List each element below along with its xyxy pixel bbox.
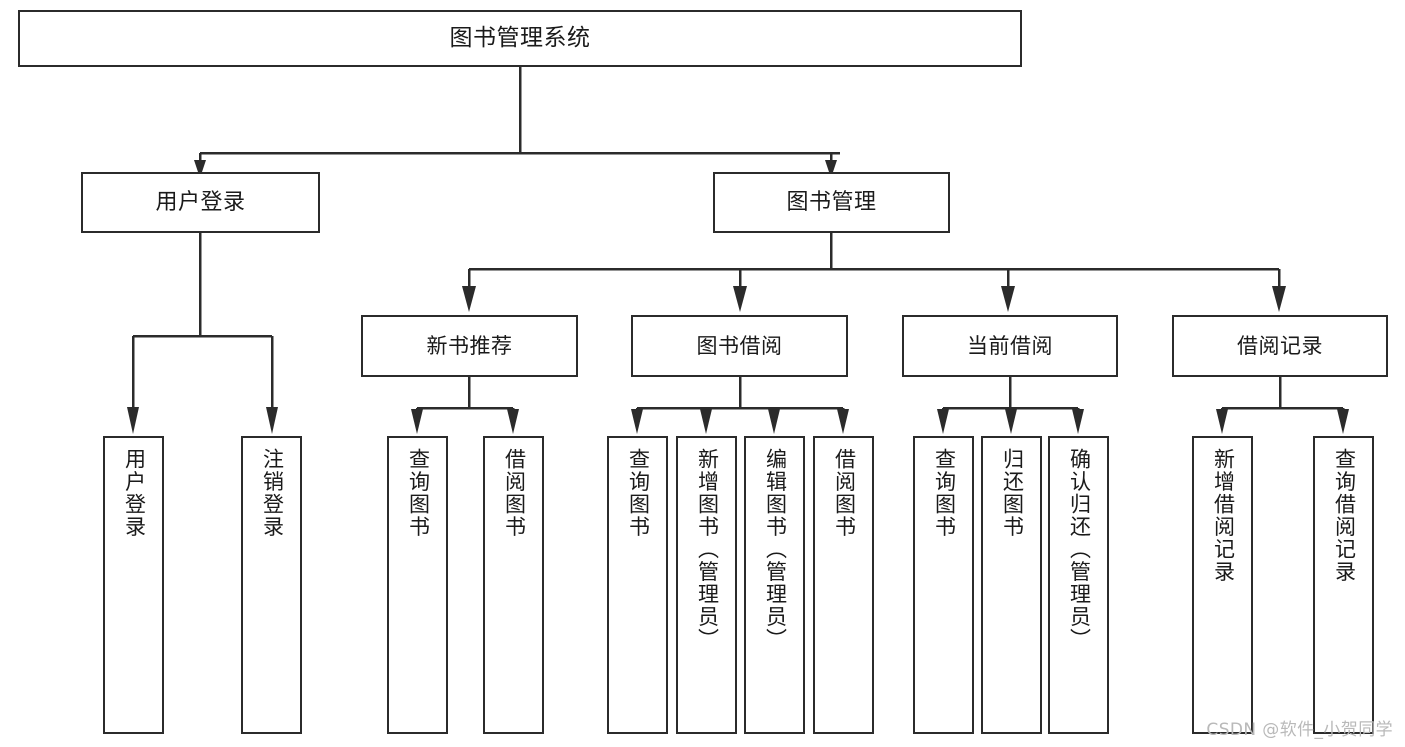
- node-leaf-query-record[interactable]: 查询借阅记录: [1313, 436, 1374, 734]
- node-label: 用户登录: [122, 448, 147, 538]
- node-leaf-query-book-3[interactable]: 查询图书: [913, 436, 974, 734]
- node-label: 图书借阅: [696, 333, 783, 358]
- node-leaf-confirm-return[interactable]: 确认归还（管理员）: [1048, 436, 1109, 734]
- node-leaf-return-book[interactable]: 归还图书: [981, 436, 1042, 734]
- node-leaf-add-record[interactable]: 新增借阅记录: [1192, 436, 1253, 734]
- node-leaf-borrow-book-2[interactable]: 借阅图书: [813, 436, 874, 734]
- node-label: 编辑图书（管理员）: [763, 448, 788, 651]
- node-label: 借阅记录: [1237, 333, 1323, 358]
- node-label: 借阅图书: [502, 448, 527, 538]
- node-label: 新增图书（管理员）: [695, 448, 720, 651]
- node-label: 当前借阅: [967, 333, 1053, 358]
- node-current-borrow[interactable]: 当前借阅: [902, 315, 1118, 377]
- node-book-borrow[interactable]: 图书借阅: [631, 315, 848, 377]
- node-label: 确认归还（管理员）: [1067, 448, 1092, 651]
- node-label: 查询图书: [406, 448, 431, 538]
- node-label: 查询借阅记录: [1332, 448, 1357, 583]
- node-borrow-record[interactable]: 借阅记录: [1172, 315, 1388, 377]
- node-leaf-add-book[interactable]: 新增图书（管理员）: [676, 436, 737, 734]
- node-leaf-edit-book[interactable]: 编辑图书（管理员）: [744, 436, 805, 734]
- node-leaf-logout[interactable]: 注销登录: [241, 436, 302, 734]
- node-leaf-query-book-2[interactable]: 查询图书: [607, 436, 668, 734]
- node-label: 新书推荐: [426, 333, 513, 358]
- node-label: 借阅图书: [832, 448, 857, 538]
- node-root-book-management-system[interactable]: 图书管理系统: [18, 10, 1022, 67]
- node-label: 用户登录: [155, 189, 246, 215]
- node-label: 新增借阅记录: [1211, 448, 1236, 583]
- csdn-watermark: CSDN @软件_小贺同学: [1206, 720, 1393, 740]
- node-book-management[interactable]: 图书管理: [713, 172, 950, 233]
- node-leaf-query-book-1[interactable]: 查询图书: [387, 436, 448, 734]
- node-new-book-recommend[interactable]: 新书推荐: [361, 315, 578, 377]
- node-user-login[interactable]: 用户登录: [81, 172, 320, 233]
- node-label: 图书管理系统: [449, 24, 591, 51]
- node-label: 图书管理: [786, 189, 877, 215]
- node-label: 归还图书: [1000, 448, 1025, 538]
- node-leaf-user-login[interactable]: 用户登录: [103, 436, 164, 734]
- node-label: 注销登录: [260, 448, 285, 538]
- node-leaf-borrow-book-1[interactable]: 借阅图书: [483, 436, 544, 734]
- node-label: 查询图书: [626, 448, 651, 538]
- node-label: 查询图书: [932, 448, 957, 538]
